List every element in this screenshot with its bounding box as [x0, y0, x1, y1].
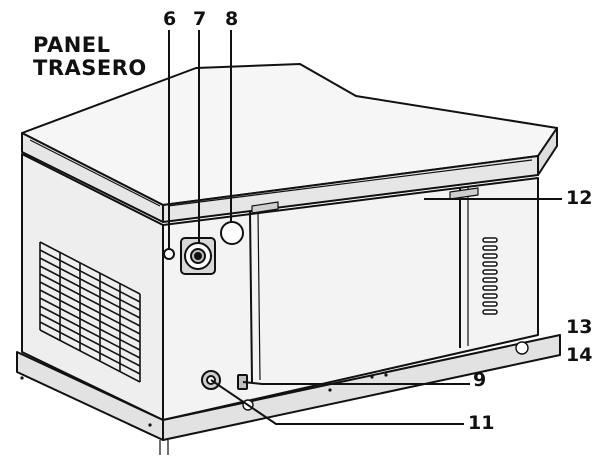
- left-louvre-grid: [39, 241, 141, 383]
- component-6-port: [163, 248, 175, 260]
- callout-13-label: 13: [566, 316, 592, 338]
- panel-title-line2: TRASERO: [33, 56, 147, 80]
- leader-lines: [168, 30, 562, 425]
- callout-8-label: 8: [225, 8, 239, 30]
- front-panel: [162, 177, 539, 421]
- callout-12-label: 12: [566, 187, 592, 209]
- component-8-cap: [220, 221, 244, 245]
- callout-6-label: 6: [163, 8, 177, 30]
- panel-title-line1: PANEL: [33, 33, 111, 57]
- lid-bevel-right: [537, 127, 558, 176]
- front-vent-slots: [482, 237, 498, 315]
- callout-11-label: 11: [468, 412, 495, 434]
- callout-14-label: 14: [566, 344, 592, 366]
- callout-9-label: 9: [473, 369, 487, 391]
- callout-7-label: 7: [193, 8, 207, 30]
